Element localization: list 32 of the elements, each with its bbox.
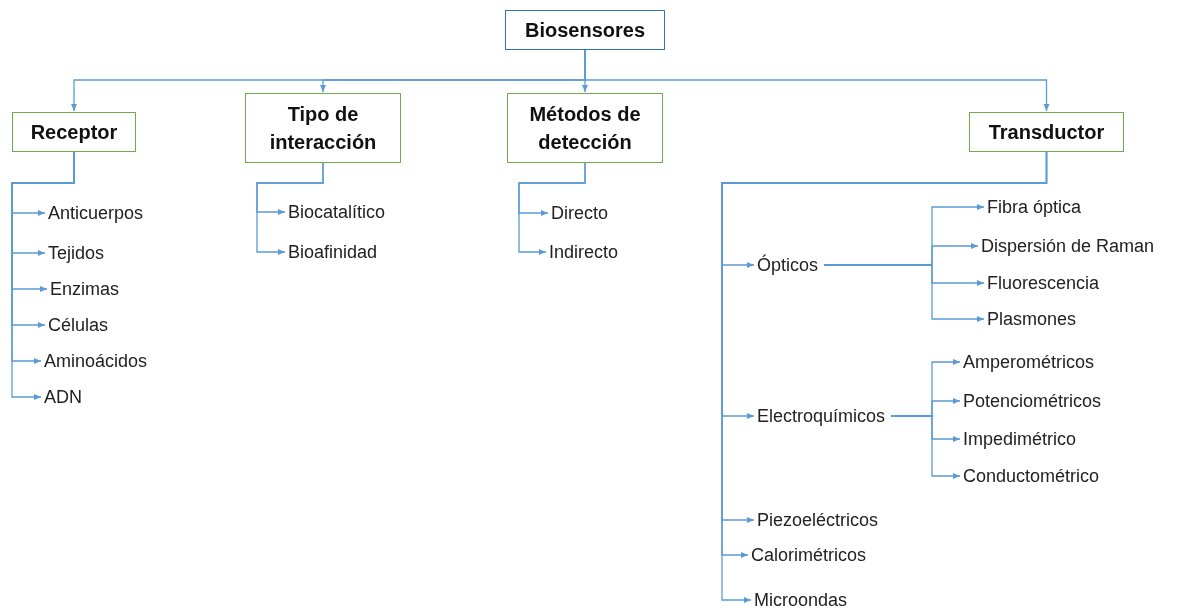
- item-label: Indirecto: [549, 241, 619, 263]
- item-label: Tejidos: [48, 242, 105, 264]
- item-label: ADN: [44, 386, 82, 408]
- connector-arrow: [256, 162, 324, 255]
- item-label: Plasmones: [987, 308, 1077, 330]
- category-box: Tipo de interacción: [245, 93, 401, 163]
- item-label: Fluorescencia: [987, 272, 1100, 294]
- item-label: Ópticos: [757, 254, 819, 276]
- item-label: Bioafinidad: [288, 241, 378, 263]
- item-label: Dispersión de Raman: [981, 235, 1155, 257]
- item-label: Directo: [551, 202, 608, 224]
- item-label: Microondas: [754, 589, 848, 611]
- item-label: Células: [48, 314, 109, 336]
- item-label: Fibra óptica: [987, 196, 1082, 218]
- item-label: Biocatalítico: [288, 201, 386, 223]
- category-box: Transductor: [969, 112, 1124, 152]
- connector-arrow: [518, 162, 586, 255]
- connector-arrow: [823, 264, 985, 322]
- item-label: Amperométricos: [963, 351, 1095, 373]
- category-box: Métodos de detección: [507, 93, 663, 163]
- item-label: Potenciométricos: [963, 390, 1102, 412]
- category-box: Receptor: [12, 112, 136, 152]
- item-label: Calorimétricos: [751, 544, 867, 566]
- item-label: Impedimétrico: [963, 428, 1077, 450]
- root-box: Biosensores: [505, 10, 665, 50]
- item-label: Aminoácidos: [44, 350, 148, 372]
- connector-arrow: [890, 415, 961, 479]
- item-label: Conductométrico: [963, 465, 1100, 487]
- item-label: Enzimas: [50, 278, 120, 300]
- item-label: Piezoeléctricos: [757, 509, 879, 531]
- item-label: Electroquímicos: [757, 405, 886, 427]
- item-label: Anticuerpos: [48, 202, 144, 224]
